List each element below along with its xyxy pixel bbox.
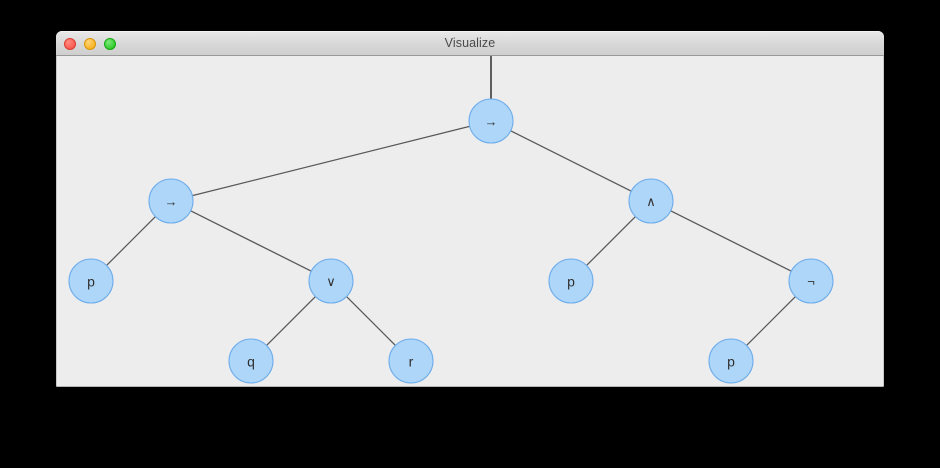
node-circle[interactable] [308, 258, 354, 304]
tree-node-∧[interactable]: ∧ [628, 178, 674, 224]
minimize-button[interactable] [84, 38, 96, 50]
tree-edge [192, 125, 470, 197]
expression-tree-graph: → → ∧ p ∨ p ¬ q r p [68, 56, 834, 384]
tree-edge [746, 296, 796, 346]
tree-canvas[interactable]: → → ∧ p ∨ p ¬ q r p [56, 56, 884, 387]
tree-edge [346, 296, 396, 346]
tree-node-∨[interactable]: ∨ [308, 258, 354, 304]
tree-edge [266, 296, 316, 346]
window-title: Visualize [444, 36, 496, 50]
tree-edge [510, 130, 632, 192]
visualize-window: Visualize → → ∧ p ∨ p ¬ q r p [56, 31, 884, 387]
tree-edge [190, 210, 312, 272]
node-label: ¬ [807, 274, 815, 289]
tree-node-¬[interactable]: ¬ [788, 258, 834, 304]
node-label: r [409, 354, 414, 370]
tree-edge [586, 216, 636, 266]
tree-edge [106, 216, 156, 266]
node-circle[interactable] [388, 338, 434, 384]
node-circle[interactable] [788, 258, 834, 304]
tree-node-r[interactable]: r [388, 338, 434, 384]
node-label: p [727, 354, 735, 370]
tree-edge [670, 210, 792, 272]
tree-node-p[interactable]: p [548, 258, 594, 304]
node-circle[interactable] [148, 178, 194, 224]
close-button[interactable] [64, 38, 76, 50]
node-circle[interactable] [228, 338, 274, 384]
node-label: → [165, 194, 178, 209]
node-circle[interactable] [468, 98, 514, 144]
window-titlebar[interactable]: Visualize [56, 31, 884, 56]
node-label: q [247, 354, 255, 370]
node-label: p [87, 274, 95, 290]
maximize-button[interactable] [104, 38, 116, 50]
node-label: p [567, 274, 575, 290]
tree-node-→[interactable]: → [468, 98, 514, 144]
node-label: ∨ [326, 274, 336, 289]
node-circle[interactable] [68, 258, 114, 304]
tree-node-p[interactable]: p [68, 258, 114, 304]
tree-node-p[interactable]: p [708, 338, 754, 384]
node-circle[interactable] [628, 178, 674, 224]
tree-node-q[interactable]: q [228, 338, 274, 384]
node-circle[interactable] [708, 338, 754, 384]
tree-node-→[interactable]: → [148, 178, 194, 224]
node-label: ∧ [646, 194, 656, 209]
node-label: → [485, 114, 498, 129]
window-controls [64, 38, 116, 50]
node-circle[interactable] [548, 258, 594, 304]
